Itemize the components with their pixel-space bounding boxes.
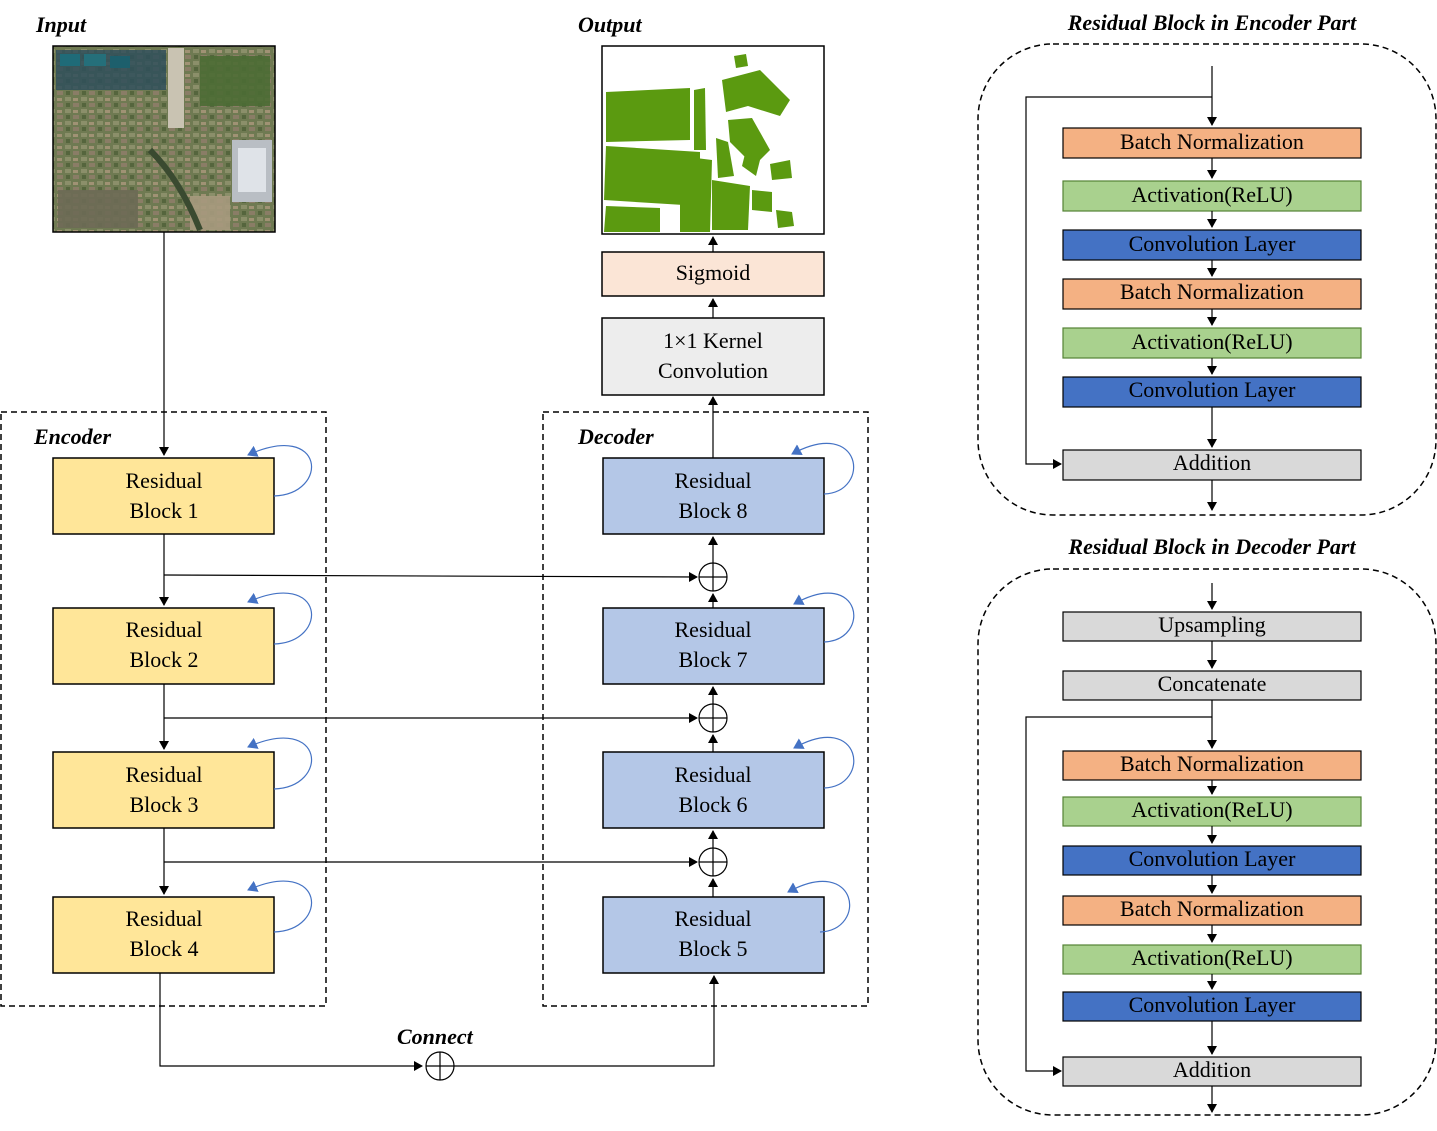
dec-loop-arrow-7: [793, 592, 855, 643]
sum-node-2: [698, 703, 728, 733]
svg-text:Addition: Addition: [1173, 450, 1251, 475]
svg-text:Upsampling: Upsampling: [1158, 612, 1266, 637]
sum-node-3: [698, 847, 728, 877]
enc-part-activation-2: Activation(ReLU): [1062, 327, 1362, 359]
svg-text:Batch Normalization: Batch Normalization: [1120, 129, 1304, 154]
svg-text:Concatenate: Concatenate: [1158, 671, 1267, 696]
svg-text:Residual: Residual: [126, 906, 203, 931]
svg-text:Sigmoid: Sigmoid: [676, 260, 751, 285]
encoder-block-4: Residual Block 4: [52, 896, 275, 974]
svg-text:Activation(ReLU): Activation(ReLU): [1131, 329, 1292, 354]
bridge-line-left: [159, 973, 423, 1071]
svg-text:Activation(ReLU): Activation(ReLU): [1131, 945, 1292, 970]
svg-text:Block 7: Block 7: [678, 647, 747, 672]
svg-text:Batch Normalization: Batch Normalization: [1120, 279, 1304, 304]
svg-text:Activation(ReLU): Activation(ReLU): [1131, 797, 1292, 822]
svg-text:Residual: Residual: [675, 906, 752, 931]
svg-text:Block 8: Block 8: [678, 498, 747, 523]
connect-label: Connect: [397, 1024, 474, 1049]
svg-text:Convolution Layer: Convolution Layer: [1129, 377, 1296, 402]
svg-text:Residual: Residual: [126, 468, 203, 493]
svg-text:Residual: Residual: [126, 762, 203, 787]
enc-part-addition: Addition: [1062, 449, 1362, 481]
dec-part-activation-2: Activation(ReLU): [1062, 944, 1362, 975]
dec-loop-arrow-8: [791, 442, 855, 495]
svg-text:Block 2: Block 2: [129, 647, 198, 672]
output-label: Output: [578, 12, 642, 37]
decoder-label: Decoder: [577, 424, 654, 449]
svg-text:Residual: Residual: [675, 762, 752, 787]
svg-text:Block 3: Block 3: [129, 792, 198, 817]
input-label: Input: [35, 12, 87, 37]
enc-loop-arrow-4: [247, 880, 313, 933]
svg-text:Block 4: Block 4: [129, 936, 198, 961]
dec-part-conv-1: Convolution Layer: [1062, 845, 1362, 876]
skip-connection-1: [163, 571, 698, 582]
encoder-block-1: Residual Block 1: [52, 457, 275, 535]
output-segmentation-map: [601, 45, 825, 235]
encoder-block-2: Residual Block 2: [52, 607, 275, 685]
encoder-label: Encoder: [33, 424, 111, 449]
decoder-block-5: Residual Block 5: [602, 896, 825, 974]
dec-part-conv-2: Convolution Layer: [1062, 991, 1362, 1022]
bridge-line-right: [454, 975, 719, 1067]
svg-text:Residual: Residual: [126, 617, 203, 642]
svg-text:Convolution Layer: Convolution Layer: [1129, 846, 1296, 871]
enc-loop-arrow-1: [247, 445, 313, 497]
enc-loop-arrow-3: [247, 737, 313, 790]
svg-text:Block 5: Block 5: [678, 936, 747, 961]
enc-part-skip-line: [1025, 96, 1212, 469]
decoder-block-8: Residual Block 8: [602, 457, 825, 535]
conv1x1-box: 1×1 Kernel Convolution: [601, 317, 825, 396]
dec-part-concatenate: Concatenate: [1062, 670, 1362, 701]
svg-text:Block 6: Block 6: [678, 792, 747, 817]
enc-part-batch-norm-1: Batch Normalization: [1062, 127, 1362, 159]
sigmoid-box: Sigmoid: [601, 251, 825, 297]
connect-sum-node: [425, 1051, 455, 1081]
dec-loop-arrow-6: [793, 736, 855, 789]
dec-part-panel: [977, 568, 1437, 1116]
svg-text:Convolution Layer: Convolution Layer: [1129, 992, 1296, 1017]
sum-node-1: [698, 562, 728, 592]
dec-part-batch-norm-1: Batch Normalization: [1062, 750, 1362, 781]
enc-loop-arrow-2: [247, 592, 313, 645]
svg-text:Convolution: Convolution: [658, 358, 768, 383]
enc-part-title: Residual Block in Encoder Part: [1067, 10, 1357, 35]
enc-part-conv-2: Convolution Layer: [1062, 376, 1362, 408]
dec-part-skip-line: [1025, 716, 1212, 1076]
svg-text:Batch Normalization: Batch Normalization: [1120, 751, 1304, 776]
dec-loop-arrow-5: [787, 880, 851, 933]
dec-part-activation-1: Activation(ReLU): [1062, 796, 1362, 827]
enc-part-activation-1: Activation(ReLU): [1062, 180, 1362, 212]
dec-part-addition: Addition: [1062, 1056, 1362, 1087]
svg-text:Batch Normalization: Batch Normalization: [1120, 896, 1304, 921]
svg-text:Activation(ReLU): Activation(ReLU): [1131, 182, 1292, 207]
dec-part-batch-norm-2: Batch Normalization: [1062, 895, 1362, 926]
encoder-block-3: Residual Block 3: [52, 751, 275, 829]
decoder-block-6: Residual Block 6: [602, 751, 825, 829]
enc-part-panel: [977, 43, 1437, 516]
enc-part-conv-1: Convolution Layer: [1062, 229, 1362, 261]
dec-part-upsampling: Upsampling: [1062, 611, 1362, 642]
enc-part-batch-norm-2: Batch Normalization: [1062, 278, 1362, 310]
input-satellite-image: [52, 45, 276, 233]
decoder-block-7: Residual Block 7: [602, 607, 825, 685]
svg-text:Convolution Layer: Convolution Layer: [1129, 231, 1296, 256]
svg-text:Addition: Addition: [1173, 1057, 1251, 1082]
decoder-panel: [542, 411, 869, 1007]
svg-text:Residual: Residual: [675, 617, 752, 642]
svg-text:Block 1: Block 1: [129, 498, 198, 523]
svg-text:1×1 Kernel: 1×1 Kernel: [663, 328, 763, 353]
dec-part-title: Residual Block in Decoder Part: [1067, 534, 1356, 559]
svg-text:Residual: Residual: [675, 468, 752, 493]
